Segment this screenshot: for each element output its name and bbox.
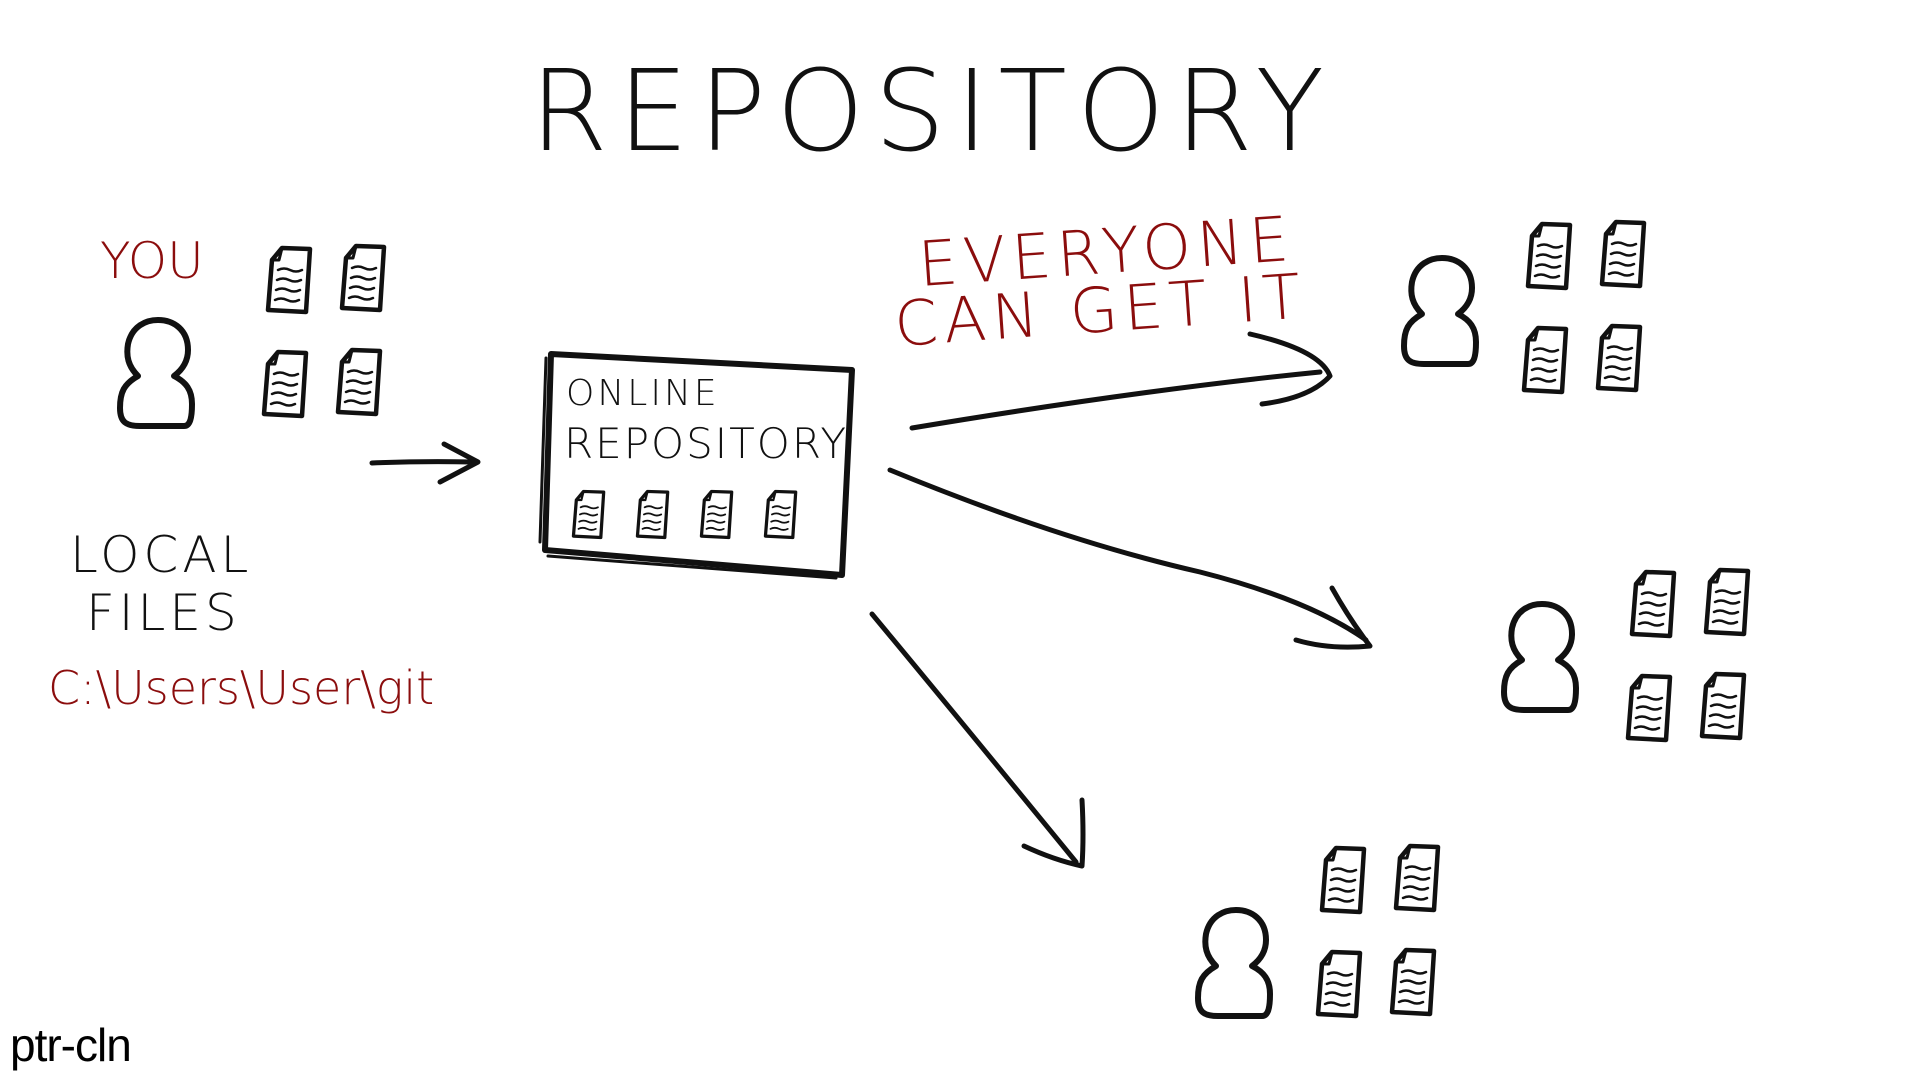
document-icon (763, 489, 798, 540)
diagram-title: REPOSITORY (530, 47, 1334, 177)
arrow-icon (909, 331, 1333, 431)
document-icon (699, 489, 734, 540)
arrow-icon (887, 467, 1373, 650)
local-files-label-line1: LOCAL (70, 526, 252, 584)
arrow-icon (869, 611, 1086, 869)
person-icon (1504, 604, 1576, 710)
document-icon (1318, 846, 1438, 1016)
document-icon (1524, 222, 1644, 392)
document-icon (571, 489, 606, 540)
document-icon (264, 246, 384, 416)
local-path-label: C:\Users\User\git (48, 661, 434, 715)
online-repository-label-line2: REPOSITORY (564, 419, 848, 468)
credit-text: ptr-cln (10, 1019, 132, 1071)
person-icon (120, 320, 192, 426)
person-icon (1404, 258, 1476, 364)
person-icon (1198, 910, 1270, 1016)
document-icon (635, 489, 670, 540)
you-label: YOU (100, 232, 204, 290)
document-icon (1628, 570, 1748, 740)
online-repository-label-line1: ONLINE (566, 373, 720, 414)
local-files-label-line2: FILES (86, 584, 241, 642)
online-repository-box (538, 351, 855, 580)
arrow-icon (369, 441, 481, 485)
